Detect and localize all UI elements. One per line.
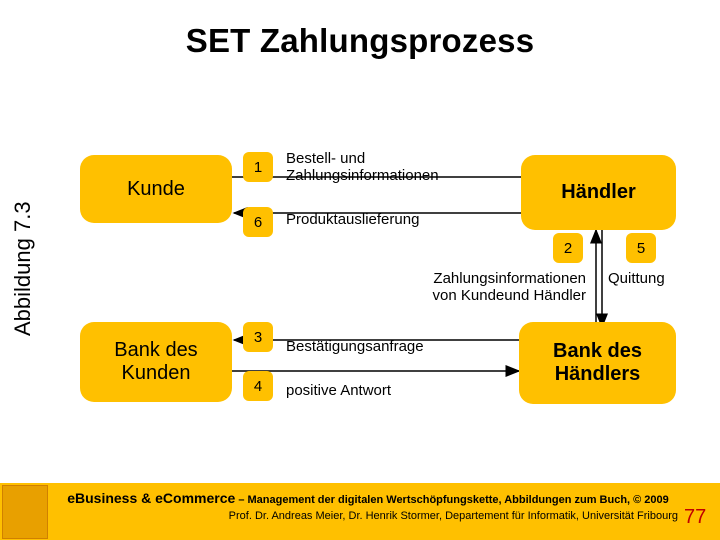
- step-badge-4: 4: [243, 371, 273, 401]
- node-bank-kunden: Bank des Kunden: [80, 322, 232, 402]
- step-badge-5: 5: [626, 233, 656, 263]
- node-bank-haendlers: Bank des Händlers: [519, 322, 676, 404]
- step-label-3: Bestätigungsanfrage: [286, 338, 424, 355]
- step-label-4: positive Antwort: [286, 382, 392, 399]
- step-label-6: Produktauslieferung: [286, 211, 420, 228]
- step-badge-6: 6: [243, 207, 273, 237]
- footer-book-name: eBusiness & eCommerce: [67, 490, 236, 506]
- step-label-5: Quittung: [608, 270, 665, 287]
- footer-book-subtitle: – Management der digitalen Wertschöpfung…: [235, 494, 669, 506]
- step-badge-3: 3: [243, 322, 273, 352]
- node-kunde: Kunde: [80, 155, 232, 223]
- step-label-1: Bestell- und Zahlungsinformationen: [286, 150, 439, 184]
- page-title: SET Zahlungsprozess: [185, 22, 535, 59]
- step-label-2: Zahlungsinformationen von Kundeund Händl…: [432, 270, 586, 304]
- step-badge-2: 2: [553, 233, 583, 263]
- node-haendler: Händler: [521, 155, 676, 230]
- footer-band: [0, 483, 720, 540]
- page-number: 77: [684, 506, 707, 528]
- step-badge-1: 1: [243, 152, 273, 182]
- publisher-logo: [2, 485, 48, 539]
- footer-authors: Prof. Dr. Andreas Meier, Dr. Henrik Stor…: [228, 510, 678, 522]
- footer-book-title: eBusiness & eCommerce – Management der d…: [58, 490, 678, 506]
